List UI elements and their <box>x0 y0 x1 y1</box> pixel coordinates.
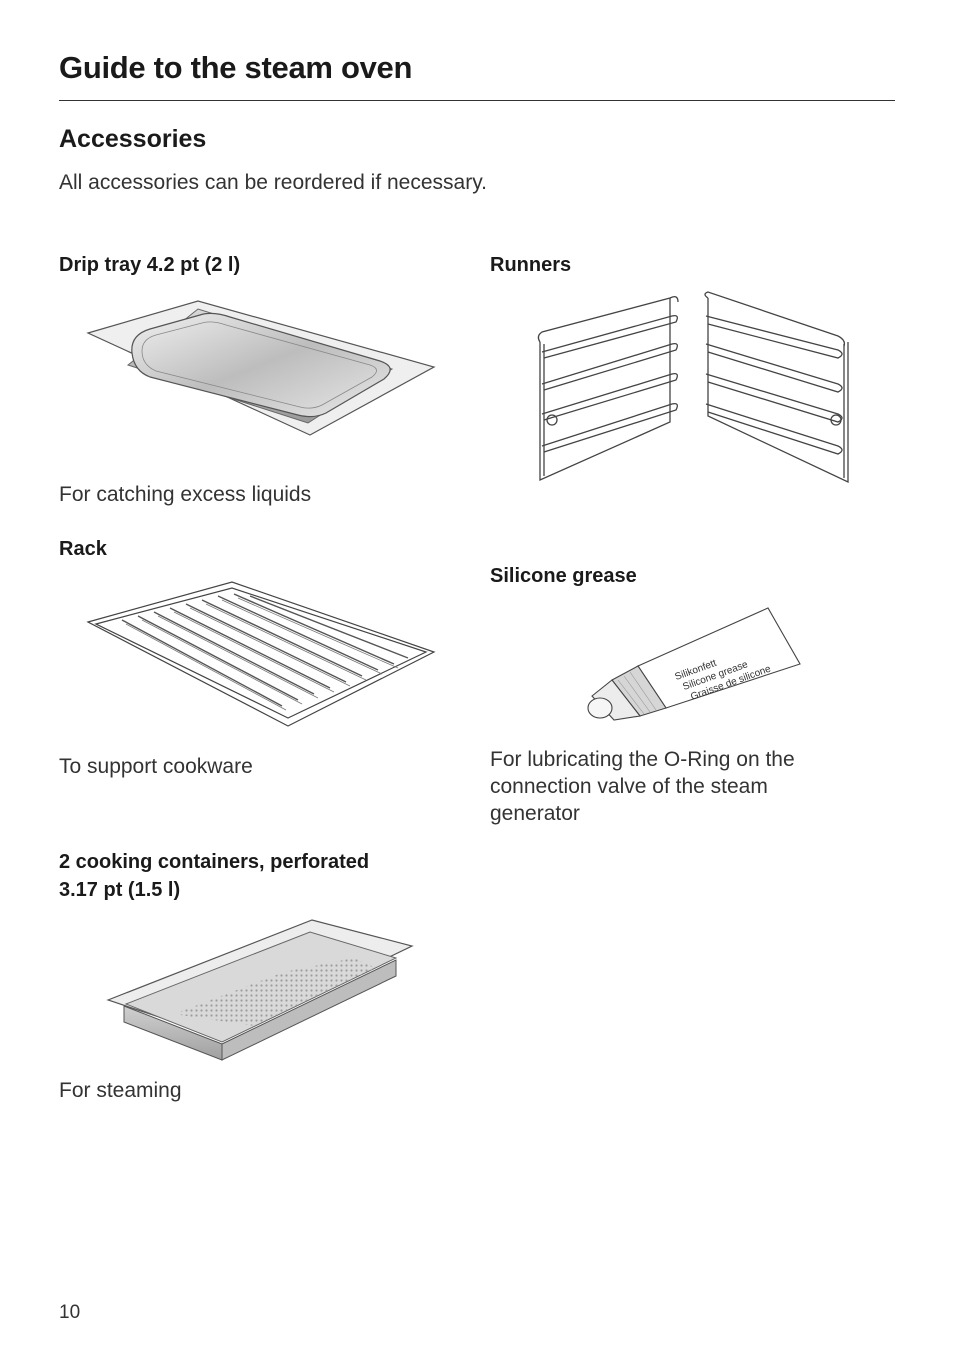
containers-description: For steaming <box>59 1079 182 1102</box>
page-title: Guide to the steam oven <box>59 50 413 85</box>
section-intro: All accessories can be reordered if nece… <box>59 171 487 194</box>
silicone-grease-heading: Silicone grease <box>490 565 637 587</box>
section-heading: Accessories <box>59 125 207 153</box>
runners-illustration <box>537 291 849 484</box>
silicone-grease-description-line3: generator <box>490 802 580 825</box>
silicone-grease-tube-illustration: Silikonfett Silicone grease Graisse de s… <box>587 607 801 721</box>
title-divider <box>59 100 895 101</box>
drip-tray-heading: Drip tray 4.2 pt (2 l) <box>59 254 241 276</box>
rack-heading: Rack <box>59 538 107 560</box>
runners-heading: Runners <box>490 254 572 276</box>
containers-heading-line2: 3.17 pt (1.5 l) <box>59 879 181 901</box>
cooking-container-illustration <box>106 919 414 1061</box>
drip-tray-illustration <box>86 300 436 436</box>
page-number: 10 <box>59 1302 81 1323</box>
silicone-grease-description-line2: connection valve of the steam <box>490 775 768 798</box>
rack-description: To support cookware <box>59 755 253 778</box>
silicone-grease-description-line1: For lubricating the O-Ring on the <box>490 748 795 771</box>
drip-tray-description: For catching excess liquids <box>59 483 312 506</box>
containers-heading-line1: 2 cooking containers, perforated <box>59 851 370 873</box>
rack-illustration <box>86 581 436 727</box>
